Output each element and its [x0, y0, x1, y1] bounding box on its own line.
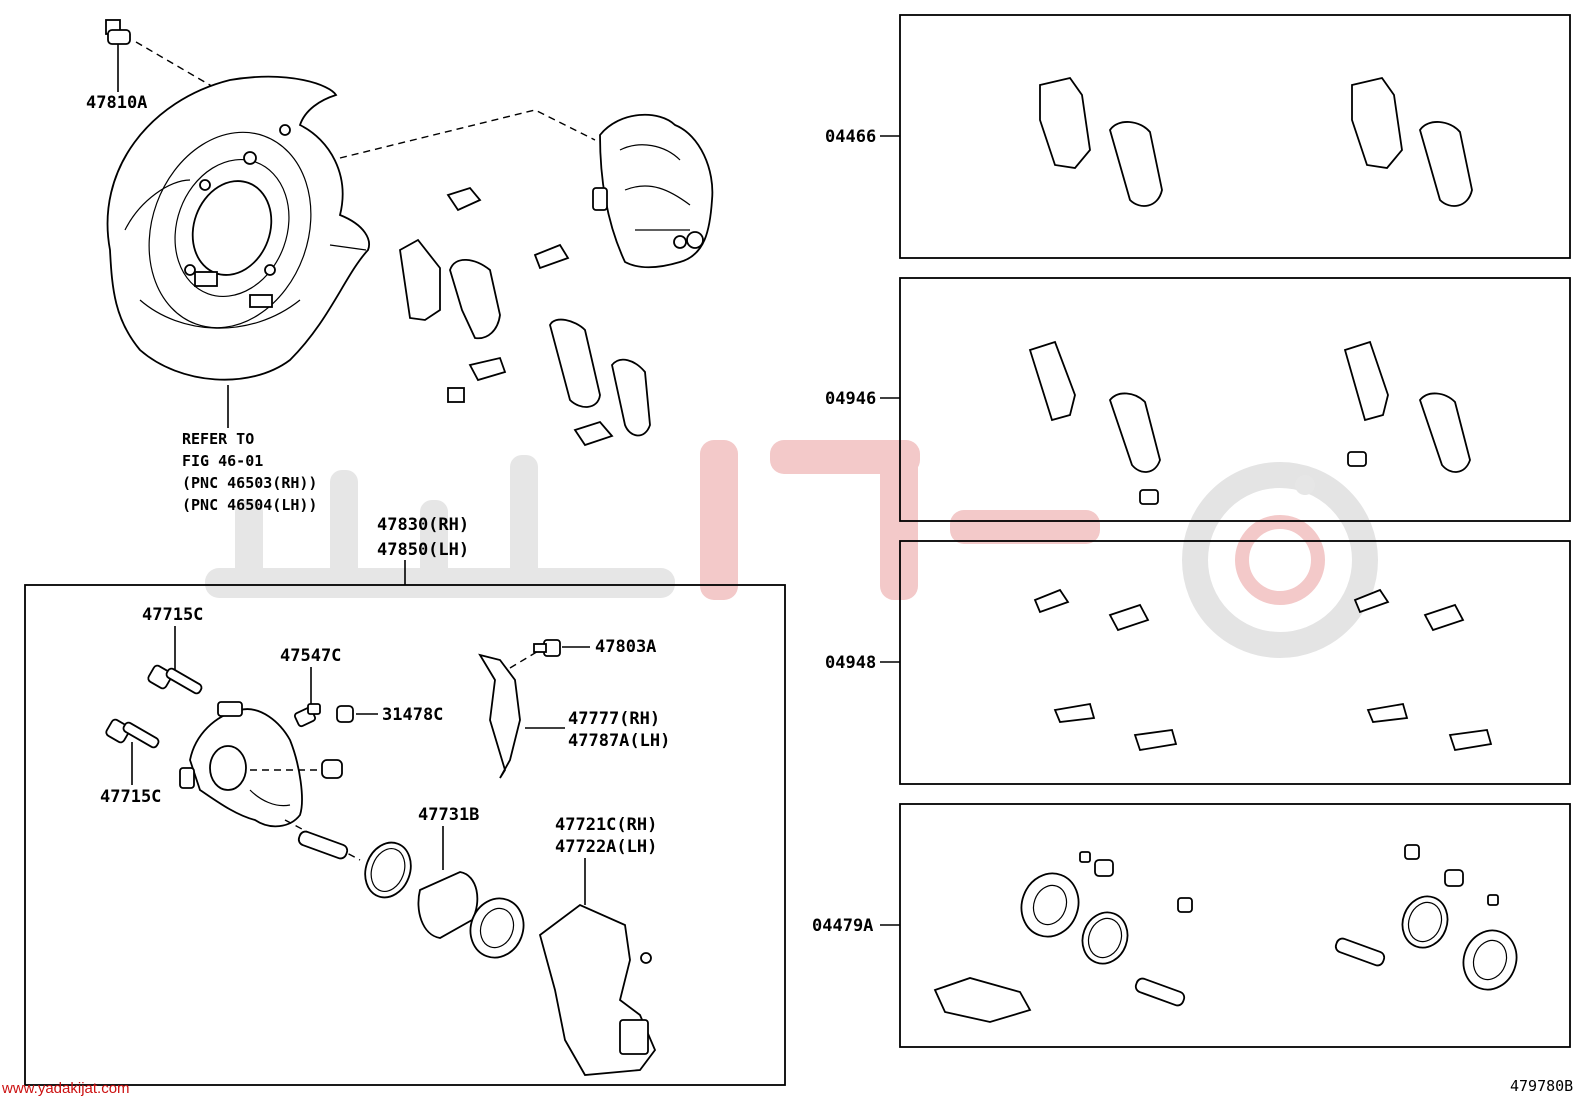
label-47715C-bottom: 47715C	[100, 787, 161, 807]
piston-seal-and-piston	[364, 841, 525, 959]
guide-pin-top	[147, 664, 203, 695]
watermark-logo	[205, 440, 1378, 658]
parking-bracket	[478, 649, 565, 779]
label-47830: 47830(RH)	[377, 515, 469, 535]
label-47803A: 47803A	[595, 637, 656, 657]
label-04946: 04946	[825, 389, 876, 409]
label-04479A: 04479A	[812, 916, 873, 936]
label-04466: 04466	[825, 127, 876, 147]
backing-plate	[106, 75, 370, 428]
caliper-body	[179, 701, 361, 861]
label-47715C-top: 47715C	[142, 605, 203, 625]
kit-04948	[880, 540, 1571, 785]
refer-line-1: REFER TO	[182, 430, 254, 448]
caliper-breakdown-box	[24, 584, 786, 1086]
pad-set-top	[399, 186, 651, 447]
label-31478C: 31478C	[382, 705, 443, 725]
label-47777: 47777(RH)	[568, 709, 660, 729]
label-04948: 04948	[825, 653, 876, 673]
kit-04466	[880, 14, 1571, 259]
kit-04946	[880, 277, 1571, 522]
bleeder-screw	[293, 703, 321, 728]
guide-pin-bottom	[105, 718, 160, 749]
refer-line-4: (PNC 46504(LH))	[182, 496, 317, 514]
label-47787A: 47787A(LH)	[568, 731, 670, 751]
refer-text: REFER TO FIG 46-01 (PNC 46503(RH)) (PNC …	[182, 430, 317, 514]
cap-31478C	[336, 705, 378, 723]
caliper-assembly-top	[339, 109, 714, 269]
caliper-mount-bracket	[538, 903, 657, 1076]
website-credit: www.yadakijat.com	[1, 1080, 130, 1097]
label-47547C: 47547C	[280, 646, 341, 666]
label-47810A: 47810A	[86, 93, 147, 113]
bolt-47810A	[105, 19, 216, 92]
figure-code: 479780B	[1510, 1077, 1573, 1095]
label-47721C: 47721C(RH)	[555, 815, 657, 835]
label-47850: 47850(LH)	[377, 540, 469, 560]
label-47731B: 47731B	[418, 805, 479, 825]
label-47722A: 47722A(LH)	[555, 837, 657, 857]
slide-bushing	[297, 830, 349, 860]
bolt-47803A	[533, 639, 590, 657]
refer-line-3: (PNC 46503(RH))	[182, 474, 317, 492]
refer-line-2: FIG 46-01	[182, 452, 263, 470]
kit-04479A	[880, 803, 1571, 1048]
